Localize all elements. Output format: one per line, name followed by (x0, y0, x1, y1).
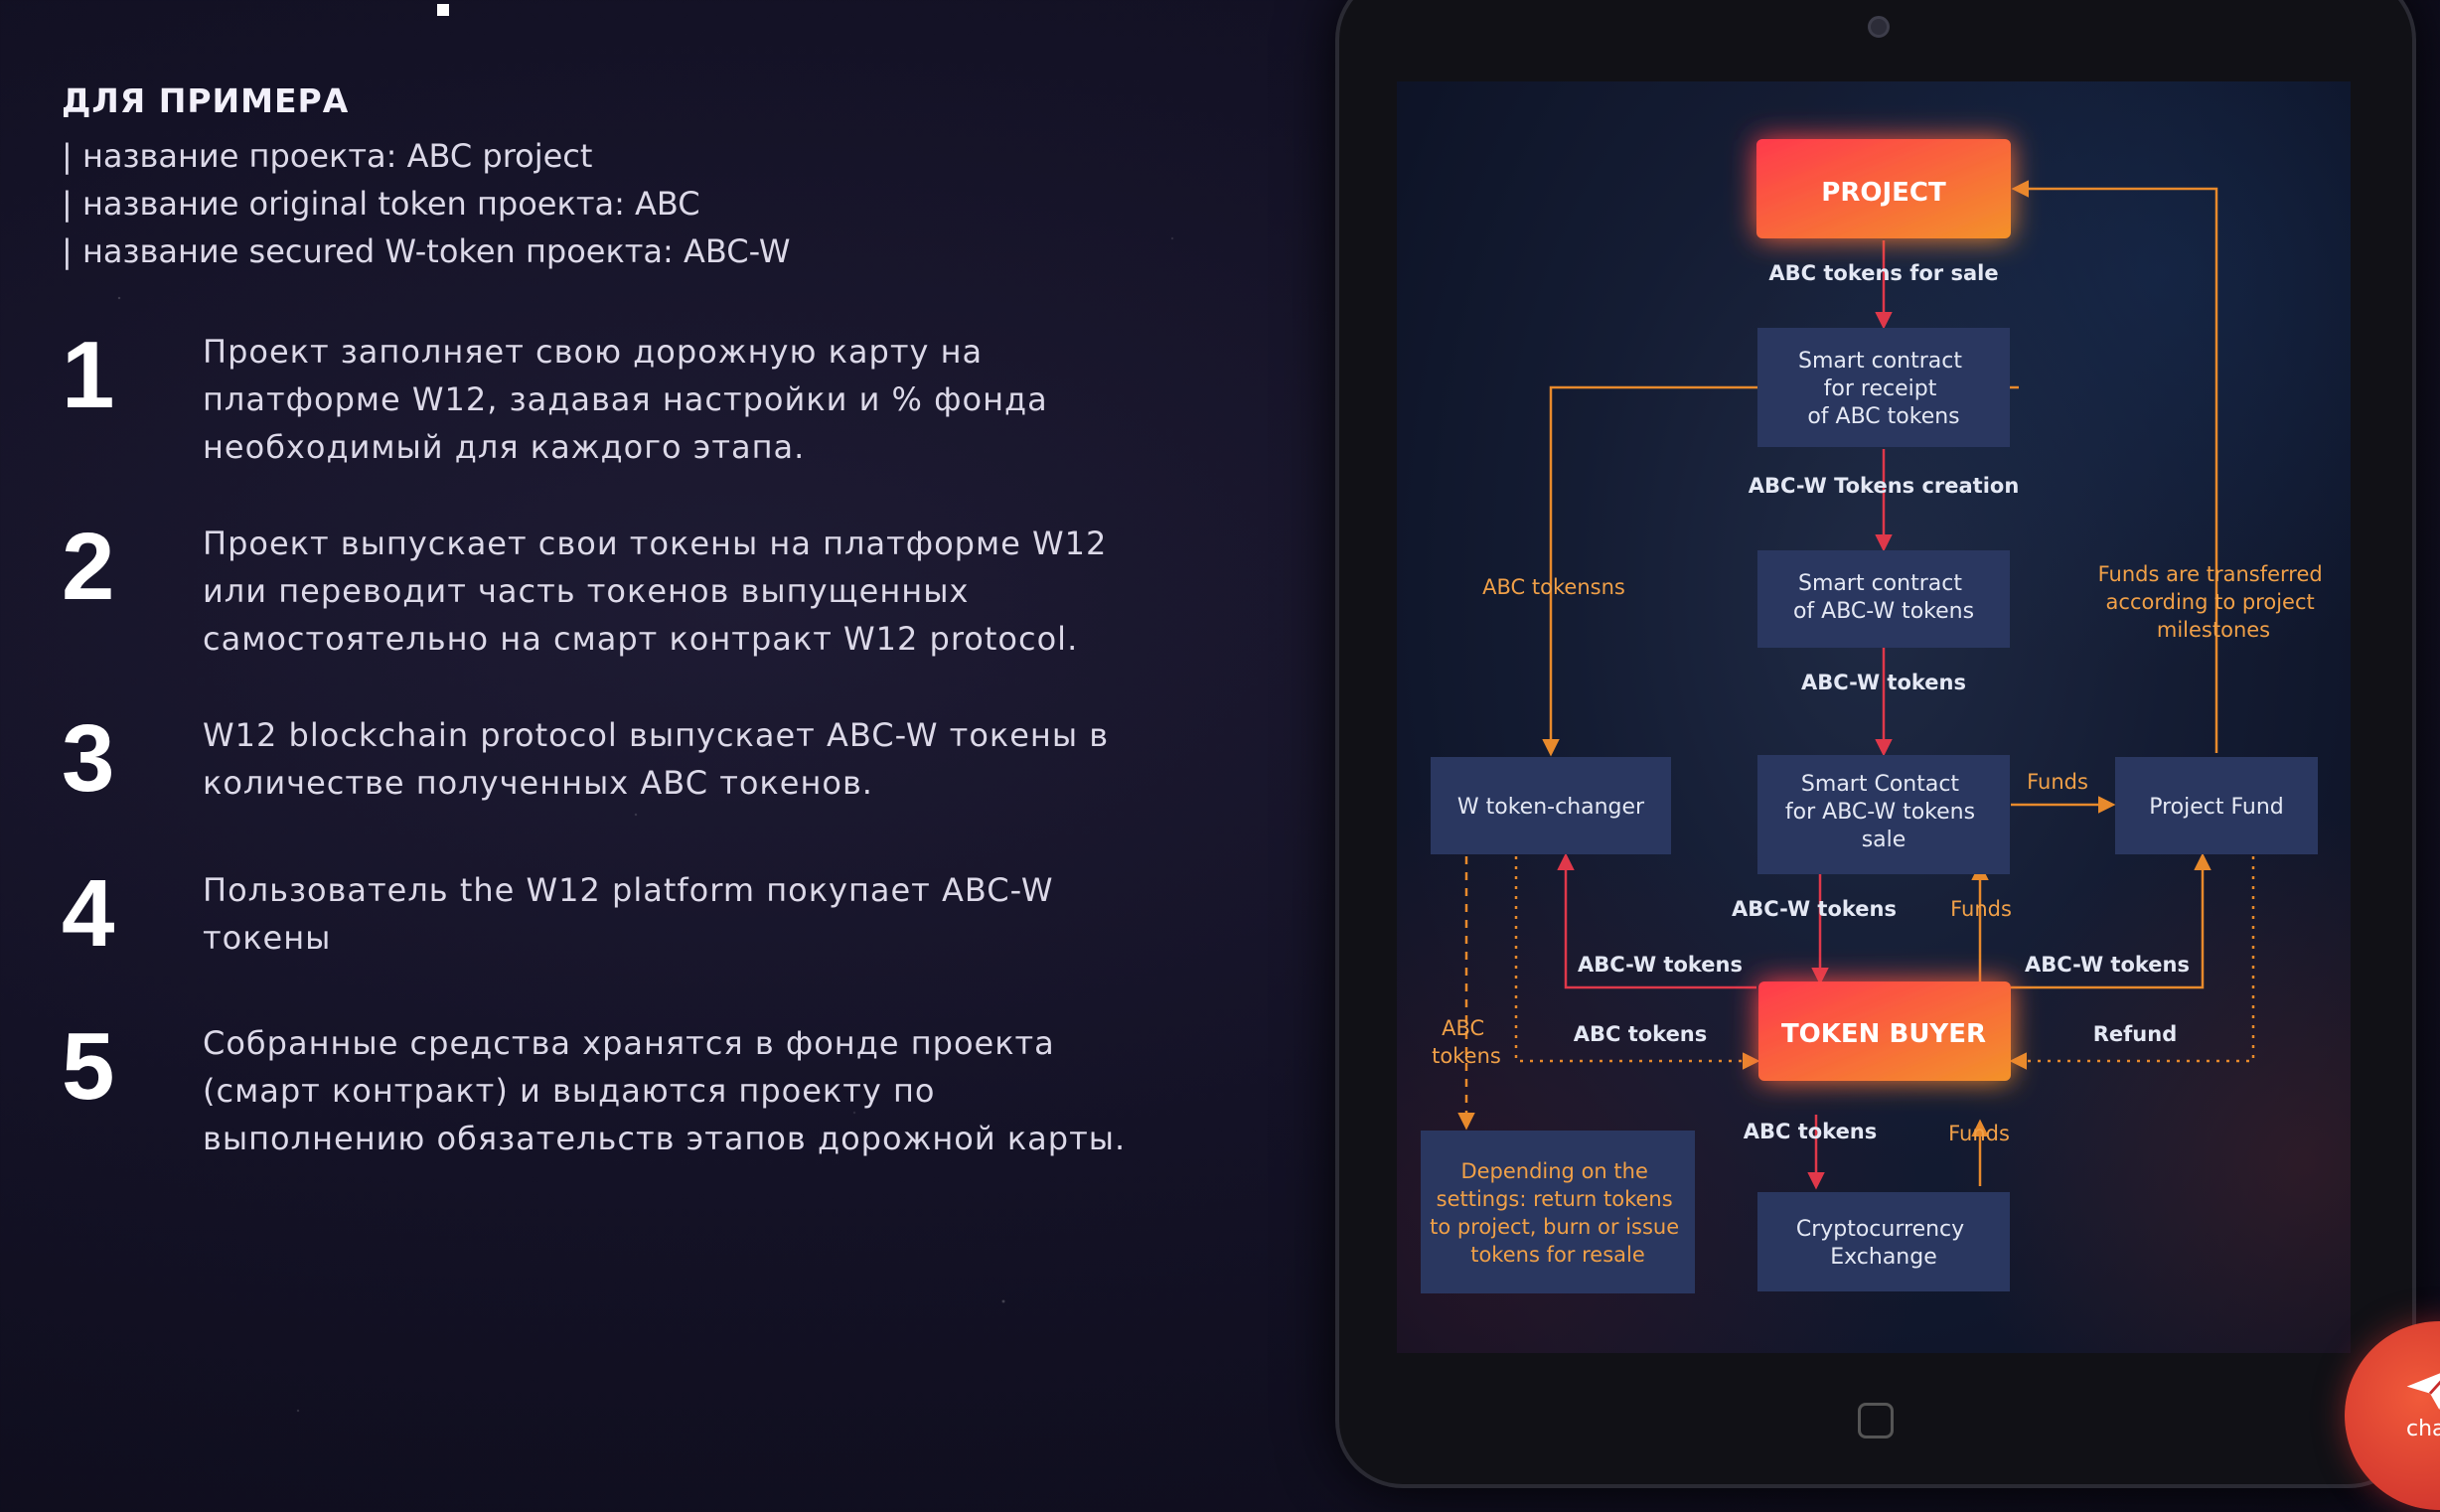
svg-text:Funds: Funds (1950, 897, 2012, 921)
token-buyer-node: TOKEN BUYER (1758, 982, 2011, 1081)
svg-text:Funds are transferred ac: Funds are transferred according to proje… (2098, 562, 2330, 642)
step-number: 3 (62, 705, 115, 812)
svg-text:ABC-W tokens: ABC-W tokens (1801, 671, 1966, 694)
svg-text:ABC-W tokens: ABC-W tokens (1578, 953, 1743, 977)
step-text: Проект выпускает свои токены на платформ… (203, 525, 1108, 658)
svg-text:ABC tokens: ABC tokens (1744, 1120, 1878, 1143)
svg-text:Depending on the setting: Depending on the settings: return tokens… (1430, 1159, 1686, 1267)
example-heading: ДЛЯ ПРИМЕРА (62, 81, 350, 120)
token-changer-node: W token-changer (1431, 757, 1671, 854)
svg-text:Project Fund: Project Fund (2149, 795, 2284, 820)
smart-contract-receipt-node: Smart contract for receipt of ABC tokens (1757, 328, 2010, 447)
smart-contract-abcw-node: Smart contract of ABC-W tokens (1757, 550, 2010, 648)
svg-text:Smart contract of ABC-W: Smart contract of ABC-W tokens (1793, 571, 1974, 624)
svg-text:ABC-W tokens: ABC-W tokens (1732, 897, 1897, 921)
token-flow-diagram: PROJECT Smart contract for receipt of AB… (1421, 139, 2330, 1293)
original-token-line: | название original token проекта: ABC (62, 185, 700, 223)
step-text: Проект заполняет свою дорожную карту на … (203, 333, 1048, 466)
svg-text:Refund: Refund (2093, 1022, 2177, 1046)
svg-text:Funds: Funds (2027, 770, 2088, 794)
step-number: 4 (62, 860, 115, 967)
svg-text:ABC-W tokens: ABC-W tokens (2025, 953, 2190, 977)
project-name-line: | название проекта: ABC project (62, 137, 593, 175)
step-text: W12 blockchain protocol выпускает ABC-W … (203, 716, 1110, 802)
svg-text:ABC tokens: ABC tokens (1574, 1022, 1708, 1046)
diagram-labels: ABC tokens for sale ABC-W Tokens creatio… (1432, 261, 2330, 1145)
svg-text:ABC tokens for sale: ABC tokens for sale (1768, 261, 1998, 285)
tablet-home-button (1858, 1403, 1894, 1438)
tablet-camera (1868, 16, 1890, 38)
chat-label[interactable]: cha (2406, 1417, 2440, 1441)
smart-contract-sale-node: Smart Contact for ABC-W tokens sale (1757, 755, 2010, 874)
step-number: 1 (62, 322, 115, 428)
svg-text:ABC tokens: ABC tokens (1432, 1016, 1501, 1068)
secured-token-line: | название secured W-token проекта: ABC-… (62, 232, 791, 270)
svg-text:Funds: Funds (1948, 1122, 2010, 1145)
step-text: Собранные средства хранятся в фонде прое… (203, 1024, 1127, 1157)
step-number: 2 (62, 514, 115, 620)
svg-text:TOKEN BUYER: TOKEN BUYER (1781, 1019, 1986, 1049)
svg-text:Smart Contact for ABC-W: Smart Contact for ABC-W tokens sale (1785, 772, 1982, 852)
settings-note-node: Depending on the settings: return tokens… (1421, 1131, 1695, 1293)
step-text: Пользователь the W12 platform покупает A… (203, 871, 1054, 957)
example-intro: ДЛЯ ПРИМЕРА | название проекта: ABC proj… (62, 81, 791, 275)
step-number: 5 (62, 1013, 115, 1120)
svg-text:Cryptocurrency Exchange: Cryptocurrency Exchange (1796, 1217, 1971, 1270)
crypto-exchange-node: Cryptocurrency Exchange (1757, 1192, 2010, 1291)
paper-plane-icon (2406, 1373, 2440, 1410)
svg-text:W token-changer: W token-changer (1457, 795, 1645, 820)
svg-text:Smart contract for recei: Smart contract for receipt of ABC tokens (1798, 349, 1969, 429)
svg-text:ABC-W Tokens creation: ABC-W Tokens creation (1749, 474, 2020, 498)
project-node-label: PROJECT (1821, 178, 1946, 208)
slide-indicator-dot[interactable] (437, 4, 449, 16)
project-fund-node: Project Fund (2115, 757, 2318, 854)
project-node: PROJECT (1756, 139, 2011, 238)
svg-text:ABC tokensns: ABC tokensns (1482, 575, 1625, 599)
